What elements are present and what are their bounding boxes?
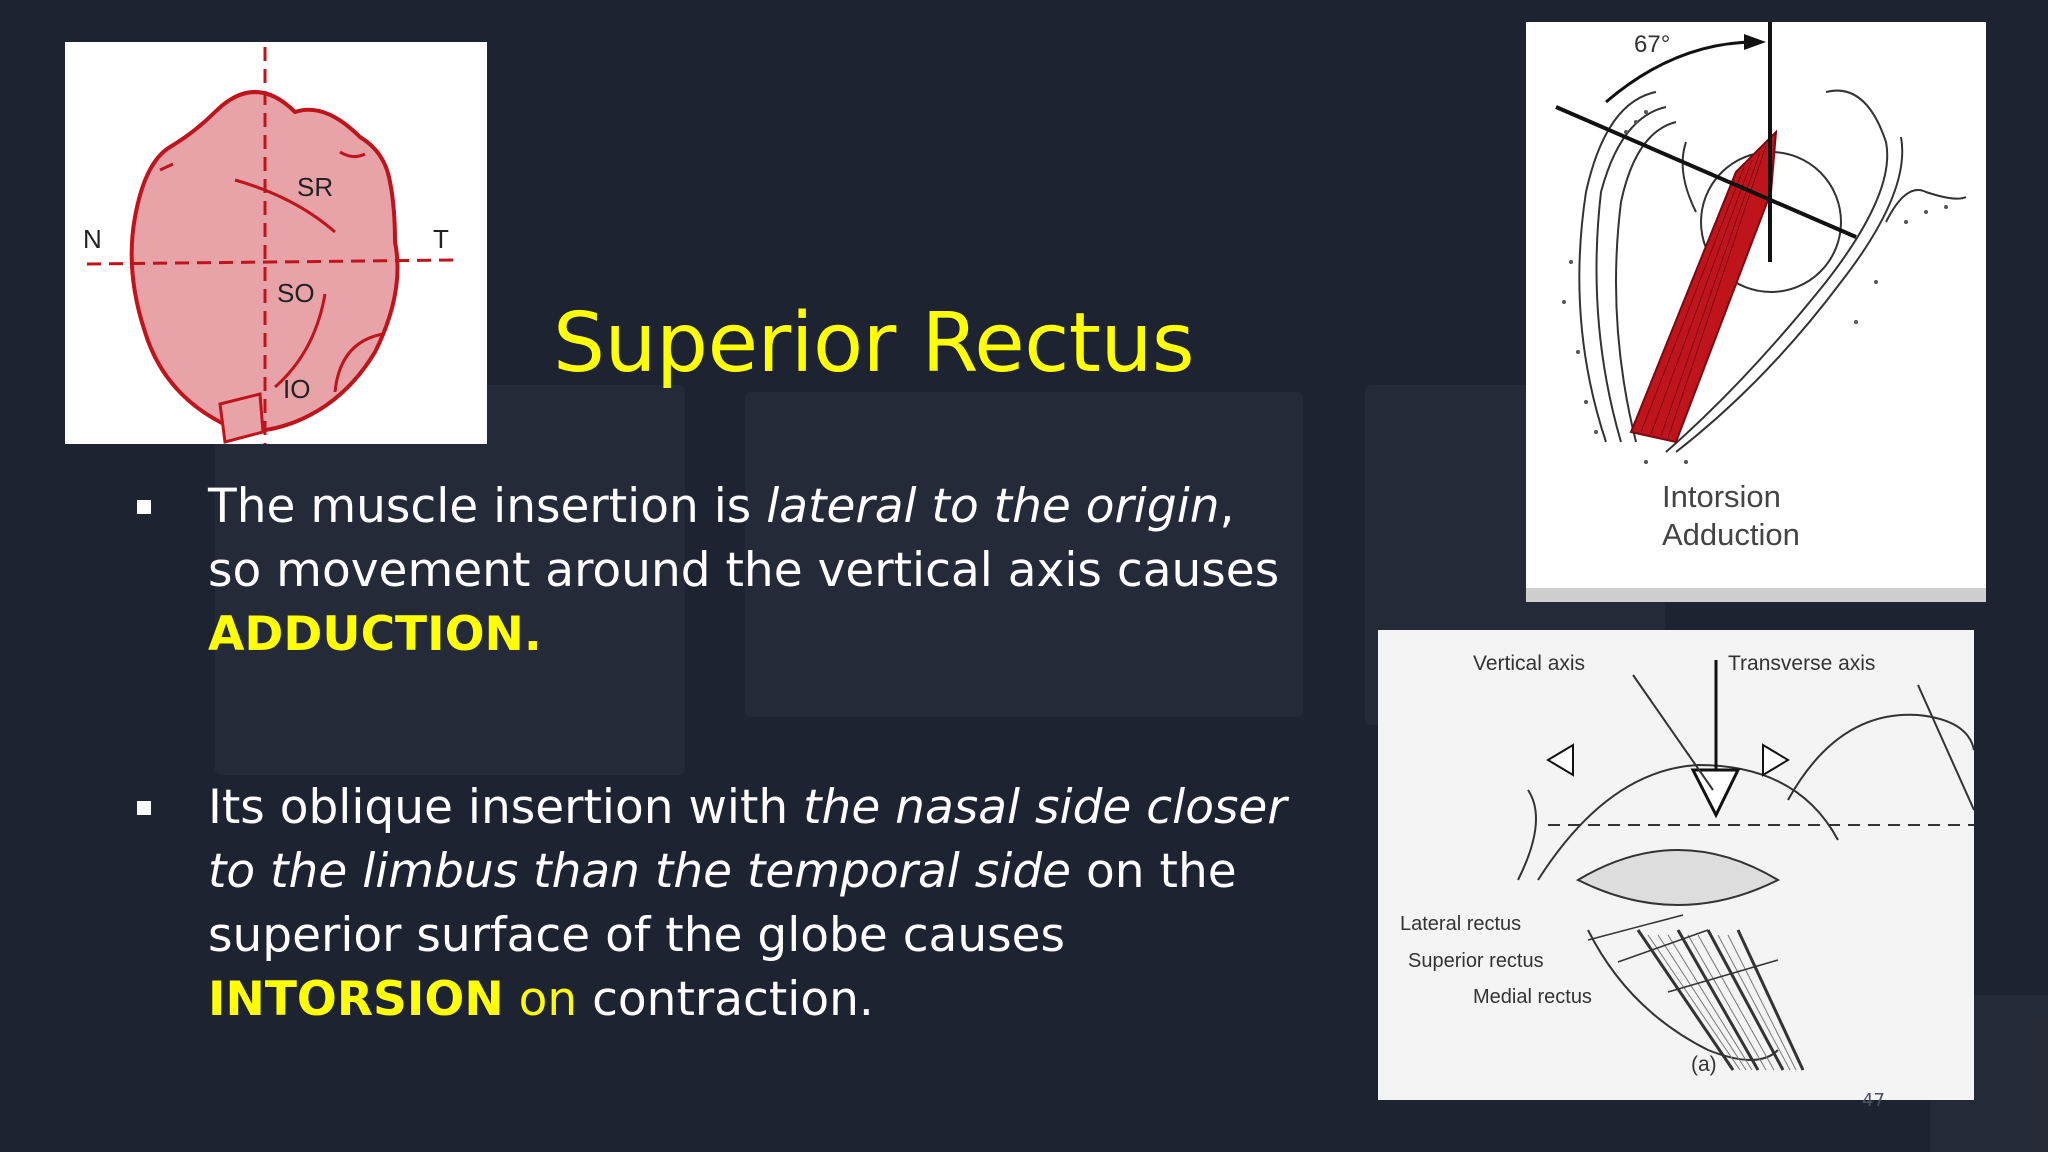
bullet2-italic-b: to the limbus than the temporal side [208,844,1072,899]
bullet2-line1: Its oblique insertion with the nasal sid… [208,776,1287,840]
caption-intorsion: Intorsion [1662,479,1781,514]
bullet1-line2: so movement around the vertical axis cau… [208,543,1280,598]
bullet-adduction: The muscle insertion is lateral to the o… [208,475,1279,667]
lateral-rectus-leader [1587,914,1684,941]
label-vertical-axis: Vertical axis [1473,652,1585,675]
angle-arc [1605,40,1757,104]
slide-number: 47 [1862,1090,1885,1111]
label-so: SO [277,278,315,308]
slide-title: Superior Rectus [553,296,1195,391]
angle-label: 67° [1634,31,1670,58]
orbit-inner-line-2 [1675,136,1904,453]
label-superior-rectus: Superior rectus [1408,950,1544,972]
io-insertion-line [333,332,384,393]
bullet2-on: on [503,972,578,1027]
muscle-plane-axis [1555,105,1857,239]
transverse-axis-leader [1917,684,1974,811]
bullet1-comma: , [1219,479,1235,534]
bullet2-line4: INTORSION on contraction. [208,968,1287,1032]
globe-ellipse [1575,849,1781,906]
label-transverse-axis: Transverse axis [1728,652,1875,675]
axis-anatomy-diagram: Vertical axis Transverse axis Lateral re… [1400,652,1974,1076]
label-sr: SR [297,172,333,202]
lateral-wall-line [1681,141,1697,213]
label-medial-rectus: Medial rectus [1473,986,1592,1008]
globe-bottom-line [1587,929,1779,1061]
rotation-arrow-right [1762,743,1790,777]
rotation-arrow-left [1546,743,1574,777]
label-n: N [83,224,102,254]
bullet2-contraction: contraction. [577,972,874,1027]
orbit-outer-line-1 [1578,91,1657,443]
axis-anatomy-figure: Vertical axis Transverse axis Lateral re… [1378,630,1974,1100]
vertical-axis-leader [1632,674,1714,791]
bullet1-adduction-term: ADDUCTION. [208,607,542,662]
bullet2-line3: superior surface of the globe causes [208,908,1066,963]
bullet2-line2: to the limbus than the temporal side on … [208,840,1287,904]
angle-arrowhead [1744,34,1766,50]
bullet-intorsion: Its oblique insertion with the nasal sid… [208,776,1287,1032]
label-panel-a: (a) [1691,1053,1717,1076]
bullet2-text-a: Its oblique insertion with [208,780,804,835]
bullet-marker-1 [137,500,151,514]
optic-nerve-stump [218,392,265,444]
bullet2-intorsion-term: INTORSION [208,972,504,1027]
bullet-marker-2 [137,801,151,815]
left-tendon-line [1517,789,1537,881]
vertical-axis-arrow [1690,768,1741,819]
orbit-outer-line-2 [1595,106,1667,443]
orbit-lid-line [1885,189,1967,223]
intorsion-adduction-figure: 67° Intorsion Adduction [1526,22,1986,602]
label-t: T [433,224,449,254]
orbit-outer-line-3 [1615,121,1677,443]
bullet1-italic: lateral to the origin [766,479,1220,534]
superior-rectus-leader [1617,929,1709,963]
superior-rectus-band [1636,929,1735,1071]
label-io: IO [283,374,310,404]
globe-diagram: N T SR SO IO [83,47,456,444]
bullet1-line1: The muscle insertion is lateral to the o… [208,475,1279,539]
orbit-inner-line-1 [1665,89,1889,453]
horizontal-axis-line [86,258,456,266]
label-lateral-rectus: Lateral rectus [1400,913,1521,935]
lid-line [1787,713,1974,801]
bullet1-text-a: The muscle insertion is [208,479,767,534]
bullet2-text-b: on the [1071,844,1237,899]
so-insertion-line [274,293,327,389]
globe-top-line [1537,763,1839,881]
globe-diagram-figure: N T SR SO IO [65,42,487,444]
figure-bottom-border [1526,588,1986,602]
superior-rectus-muscle [1629,129,1778,444]
bullet2-italic-a: the nasal side closer [803,780,1287,835]
medial-rectus-leader [1667,959,1779,993]
sr-insertion-line [234,178,336,234]
intorsion-diagram: 67° Intorsion Adduction [1526,22,1986,602]
caption-adduction: Adduction [1662,517,1800,552]
